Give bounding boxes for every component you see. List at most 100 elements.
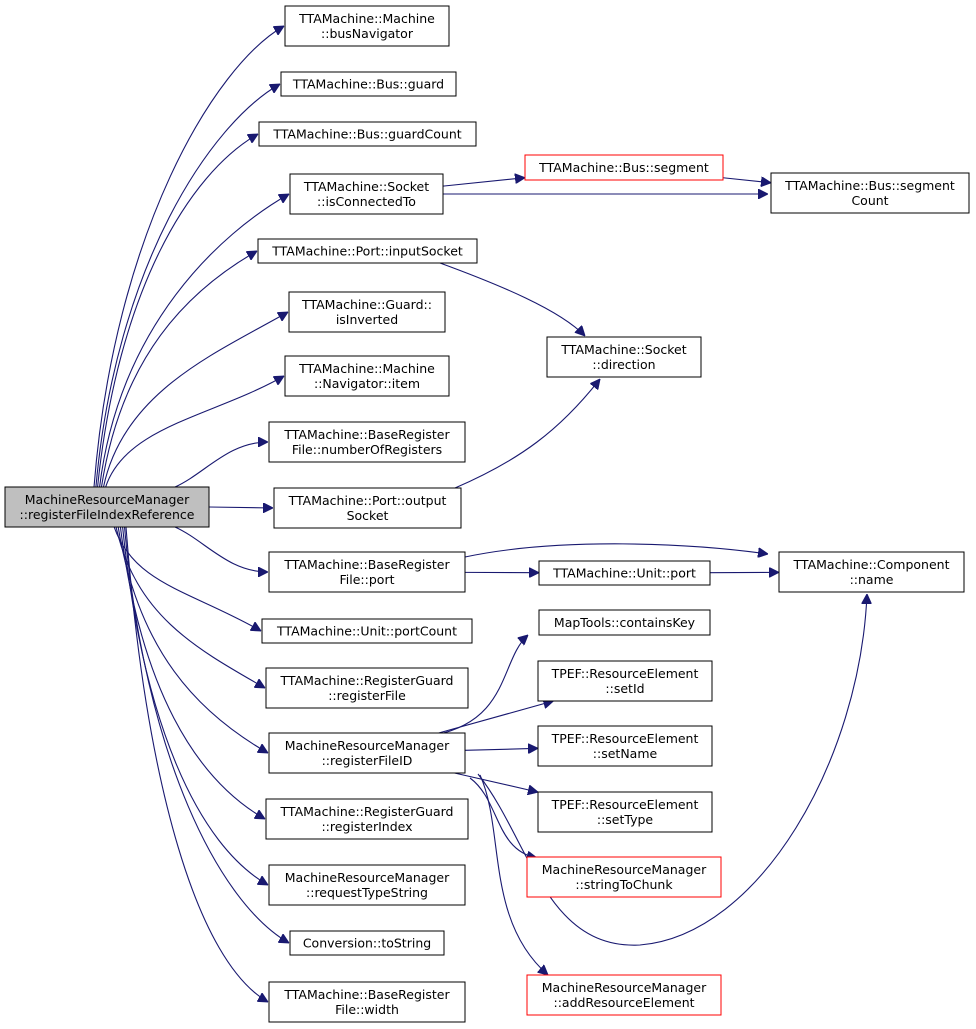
edge-root-to-inputSocket [100, 251, 257, 488]
node-rgRegFile[interactable]: TTAMachine::RegisterGuard::registerFile [265, 667, 469, 709]
edge-root-to-brfWidth [125, 526, 268, 1002]
node-box [537, 725, 713, 767]
node-strToChunk[interactable]: MachineResourceManager::stringToChunk [526, 856, 722, 898]
node-containsKey[interactable]: MapTools::containsKey [538, 609, 711, 636]
node-label-line: TTAMachine::Bus::guardCount [272, 127, 461, 142]
node-label-line: ::requestTypeString [306, 885, 428, 900]
edge-segment-to-segCount [722, 178, 771, 183]
node-box [268, 551, 466, 593]
node-label-line: MachineResourceManager [285, 738, 450, 753]
node-setType[interactable]: TPEF::ResourceElement::setType [537, 791, 713, 833]
node-toString[interactable]: Conversion::toString [289, 930, 445, 956]
node-label-line: MachineResourceManager [285, 870, 450, 885]
node-box [526, 856, 722, 898]
node-label-line: TTAMachine::Bus::segment [538, 160, 709, 175]
node-box [526, 974, 722, 1016]
node-label-line: TTAMachine::Socket [560, 342, 686, 357]
edge-root-to-regFileID [117, 526, 268, 753]
function-nodes: MachineResourceManager::registerFileInde… [4, 5, 970, 1023]
node-label-line: isInverted [336, 312, 398, 327]
node-label-line: TTAMachine::Unit::portCount [276, 624, 457, 639]
node-guard[interactable]: TTAMachine::Bus::guard [280, 71, 457, 97]
node-label-line: ::Navigator::item [314, 376, 420, 391]
node-label-line: MachineResourceManager [25, 492, 190, 507]
node-unitPort[interactable]: TTAMachine::Unit::port [538, 560, 711, 586]
node-busNav[interactable]: TTAMachine::Machine::busNavigator [284, 5, 450, 47]
edge-root-to-outSocket [208, 507, 273, 508]
node-isInverted[interactable]: TTAMachine::Guard::isInverted [288, 291, 446, 333]
node-addRes[interactable]: MachineResourceManager::addResourceEleme… [526, 974, 722, 1016]
node-label-line: TTAMachine::BaseRegister [283, 557, 450, 572]
node-label-line: TTAMachine::Bus::segment [784, 178, 955, 193]
node-box [778, 551, 965, 593]
node-label-line: MachineResourceManager [542, 862, 707, 877]
node-label-line: ::busNavigator [321, 26, 414, 41]
node-label-line: MachineResourceManager [542, 980, 707, 995]
node-label-line: TTAMachine::Component [793, 557, 950, 572]
node-label-line: ::setId [605, 681, 644, 696]
node-setName[interactable]: TPEF::ResourceElement::setName [537, 725, 713, 767]
node-box [538, 560, 711, 586]
edge-root-to-numRegs [174, 442, 268, 488]
node-label-line: ::setName [593, 746, 658, 761]
node-compName[interactable]: TTAMachine::Component::name [778, 551, 965, 593]
node-guardCount[interactable]: TTAMachine::Bus::guardCount [258, 121, 477, 147]
edge-root-to-guardCount [97, 134, 258, 488]
node-reqType[interactable]: MachineResourceManager::requestTypeStrin… [268, 864, 466, 906]
node-setId[interactable]: TPEF::ResourceElement::setId [537, 660, 713, 702]
node-rgRegIndex[interactable]: TTAMachine::RegisterGuard::registerIndex [265, 798, 469, 840]
node-box [537, 660, 713, 702]
node-direction[interactable]: TTAMachine::Socket::direction [546, 336, 702, 378]
node-navItem[interactable]: TTAMachine::Machine::Navigator::item [284, 355, 450, 397]
node-inputSocket[interactable]: TTAMachine::Port::inputSocket [257, 238, 478, 264]
node-label-line: ::addResourceElement [553, 995, 694, 1010]
node-root[interactable]: MachineResourceManager::registerFileInde… [4, 486, 210, 528]
node-box [284, 355, 450, 397]
node-label-line: TTAMachine::BaseRegister [283, 987, 450, 1002]
node-box [258, 121, 477, 147]
node-box [289, 173, 444, 215]
node-label-line: TPEF::ResourceElement [551, 797, 699, 812]
node-box [537, 791, 713, 833]
node-label-line: TTAMachine::Socket [303, 179, 429, 194]
node-box [268, 421, 466, 463]
node-label-line: ::registerFileIndexReference [20, 507, 195, 522]
node-box [265, 798, 469, 840]
node-box [770, 172, 970, 214]
node-label-line: TTAMachine::Guard:: [301, 297, 432, 312]
node-box [280, 71, 457, 97]
node-label-line: ::direction [592, 357, 655, 372]
edge-root-to-brfPort [174, 526, 268, 572]
node-regFileID[interactable]: MachineResourceManager::registerFileID [268, 732, 466, 774]
node-label-line: Count [851, 193, 888, 208]
node-numRegs[interactable]: TTAMachine::BaseRegisterFile::numberOfRe… [268, 421, 466, 463]
node-isConnected[interactable]: TTAMachine::Socket::isConnectedTo [289, 173, 444, 215]
node-label-line: TTAMachine::Port::inputSocket [271, 244, 463, 259]
node-label-line: TPEF::ResourceElement [551, 731, 699, 746]
node-label-line: TTAMachine::Port::output [288, 493, 447, 508]
node-segment[interactable]: TTAMachine::Bus::segment [524, 154, 724, 181]
node-label-line: File::port [340, 572, 395, 587]
node-box [524, 154, 724, 181]
node-label-line: Conversion::toString [303, 936, 431, 951]
node-box [289, 930, 445, 956]
edge-isConnected-to-segment [442, 178, 525, 187]
node-label-line: TTAMachine::Machine [298, 11, 435, 26]
node-label-line: ::registerFile [328, 688, 406, 703]
edge-regFileID-to-setType [454, 772, 538, 792]
node-label-line: TTAMachine::RegisterGuard [280, 804, 454, 819]
node-box [284, 5, 450, 47]
edge-outSocket-to-direction [454, 379, 600, 489]
node-portCount[interactable]: TTAMachine::Unit::portCount [261, 618, 473, 644]
edge-regFileID-to-setName [464, 748, 538, 750]
node-box [257, 238, 478, 264]
node-box [268, 732, 466, 774]
node-label-line: Socket [347, 508, 389, 523]
node-label-line: ::registerFileID [322, 753, 413, 768]
edge-root-to-rgRegFile [115, 526, 265, 688]
